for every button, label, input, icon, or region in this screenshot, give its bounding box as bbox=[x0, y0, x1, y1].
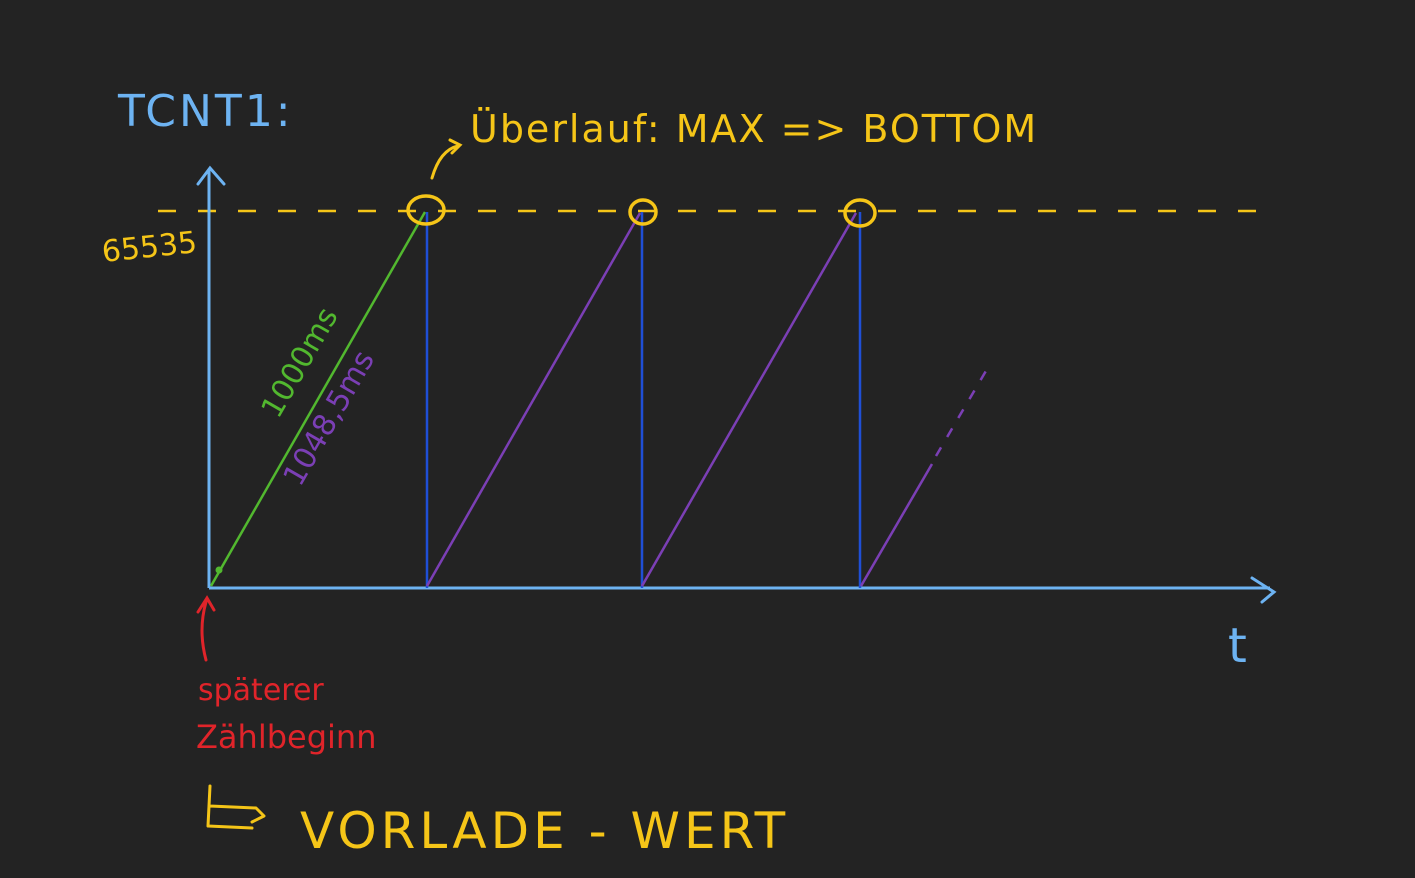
y-axis-arrow-icon bbox=[196, 165, 226, 186]
ramp-purple-3 bbox=[640, 212, 858, 587]
ramp-first-green bbox=[209, 211, 427, 587]
x-axis-label: t bbox=[1228, 618, 1247, 674]
overflow-note: Überlauf: MAX => BOTTOM bbox=[470, 107, 1038, 151]
preload-bullet-icon bbox=[206, 784, 266, 830]
y-max-value: 65535 bbox=[100, 225, 199, 270]
overflow-pointer-icon bbox=[430, 138, 463, 180]
preload-note: VORLADE - WERT bbox=[300, 802, 789, 860]
start-note-line2: Zählbeginn bbox=[196, 718, 376, 756]
overflow-circle-1 bbox=[406, 194, 446, 226]
ramp-start-dot bbox=[215, 566, 223, 574]
ramp-purple-4-partial bbox=[859, 463, 934, 587]
overflow-circle-3 bbox=[843, 198, 877, 228]
y-axis-title: TCNT1: bbox=[117, 86, 294, 137]
x-axis-arrow-icon bbox=[1250, 576, 1277, 604]
overflow-circle-2 bbox=[628, 198, 658, 226]
start-note-line1: späterer bbox=[198, 673, 324, 708]
ramp-purple-continuation bbox=[934, 363, 992, 457]
start-pointer-icon bbox=[196, 595, 216, 662]
ramp-purple-2 bbox=[425, 212, 642, 587]
